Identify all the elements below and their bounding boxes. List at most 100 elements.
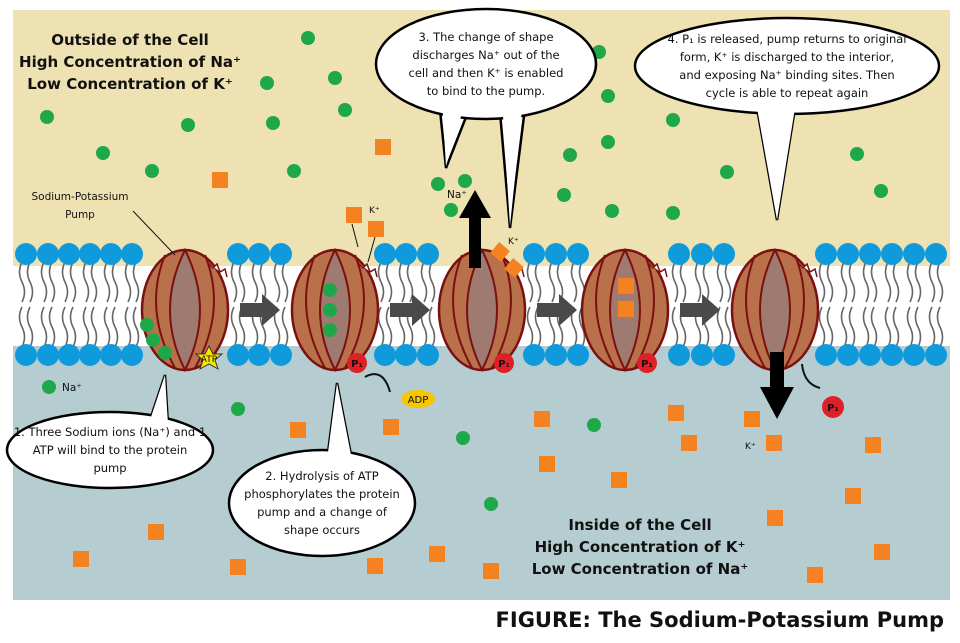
lipid-tail	[702, 261, 710, 303]
lipid-head	[545, 344, 567, 366]
sodium-ion	[181, 118, 195, 132]
sodium-ion	[456, 431, 470, 445]
binding-sodium-ion	[140, 318, 154, 332]
phosphate-icon	[637, 353, 657, 373]
sodium-ion	[287, 164, 301, 178]
lipid-tail	[818, 306, 826, 348]
lipid-tail	[892, 306, 900, 348]
lipid-tail	[826, 306, 834, 348]
bound-sodium-ion	[323, 303, 337, 317]
figure-caption: FIGURE: The Sodium-Potassium Pump	[496, 608, 944, 632]
lipid-head	[417, 344, 439, 366]
pump-core	[466, 247, 498, 373]
lipid-tail	[534, 306, 542, 348]
released-phosphate-icon	[822, 396, 844, 418]
binding-site-notch	[796, 261, 818, 278]
sodium-ion	[666, 113, 680, 127]
lipid-tail	[103, 306, 111, 348]
pump-subunit-lines	[745, 254, 805, 369]
potassium-ion	[212, 172, 228, 188]
bound-potassium-ion	[618, 301, 634, 317]
lipid-tail	[936, 306, 944, 348]
lipid-head	[881, 344, 903, 366]
lipid-tail	[281, 306, 289, 348]
lipid-tail	[556, 261, 564, 303]
potassium-ion	[845, 488, 861, 504]
lipid-head	[248, 344, 270, 366]
lipid-tail	[671, 306, 679, 348]
lipid-head	[227, 344, 249, 366]
callout-bubble	[5, 410, 215, 490]
lipid-tail	[870, 306, 878, 348]
lipid-head	[815, 243, 837, 265]
lipid-tail	[18, 261, 26, 303]
lipid-head	[100, 344, 122, 366]
callout-text-line: 1. Three Sodium ions (Na⁺) and 1	[14, 425, 206, 439]
lipid-head	[567, 344, 589, 366]
atp-label: ATP	[201, 355, 218, 365]
sodium-ion	[96, 146, 110, 160]
lipid-tail	[132, 306, 140, 348]
lipid-head	[58, 243, 80, 265]
phospholipid-bilayer	[15, 243, 947, 366]
potassium-ion	[368, 221, 384, 237]
lipid-tail	[848, 306, 856, 348]
potassium-ion	[383, 419, 399, 435]
lipid-tail	[716, 306, 724, 348]
k-binding-arrow	[351, 223, 359, 248]
lipid-tail	[111, 306, 119, 348]
lipid-tail	[928, 261, 936, 303]
lipid-head	[227, 243, 249, 265]
potassium-influx-arrow-icon	[760, 352, 794, 419]
step-arrow-icon	[537, 294, 577, 326]
sodium-ion	[231, 402, 245, 416]
callout-text-line: cell and then K⁺ is enabled	[409, 66, 564, 80]
sodium-ion	[444, 203, 458, 217]
lipid-head	[523, 243, 545, 265]
binding-sodium-ion	[158, 346, 172, 360]
k-binding-label: K⁺	[369, 206, 380, 216]
lipid-tail	[26, 261, 34, 303]
potassium-ion	[534, 411, 550, 427]
lipid-tail	[251, 261, 259, 303]
callout-text-line: cycle is able to repeat again	[706, 86, 869, 100]
binding-potassium-ion	[490, 242, 510, 262]
phosphate-label: P₁	[498, 359, 510, 370]
adp-molecule	[401, 390, 435, 408]
potassium-ion	[429, 546, 445, 562]
lipid-tail	[132, 261, 140, 303]
lipid-tail	[840, 261, 848, 303]
callout-text-line: pump and a change of	[257, 505, 388, 519]
lipid-tail	[103, 261, 111, 303]
potassium-ion	[73, 551, 89, 567]
adp-label: ADP	[408, 395, 429, 406]
bound-sodium-ion	[323, 283, 337, 297]
lipid-head	[567, 243, 589, 265]
lipid-head	[270, 243, 292, 265]
sodium-ion	[42, 380, 56, 394]
lipid-tail	[826, 261, 834, 303]
potassium-ion	[766, 435, 782, 451]
sodium-ion	[301, 31, 315, 45]
lipid-tail	[238, 306, 246, 348]
potassium-ion	[744, 411, 760, 427]
lipid-tail	[862, 261, 870, 303]
lipid-head	[859, 344, 881, 366]
binding-sodium-ion	[146, 333, 160, 347]
lipid-head	[417, 243, 439, 265]
callout-text-line: 2. Hydrolysis of ATP	[265, 469, 378, 483]
lipid-head	[713, 243, 735, 265]
k-discharged-label: K⁺	[745, 442, 756, 452]
lipid-tail	[48, 261, 56, 303]
pump-label: Sodium-Potassium Pump	[31, 191, 176, 256]
lipid-tail	[281, 261, 289, 303]
lipid-head	[15, 344, 37, 366]
potassium-ion	[668, 405, 684, 421]
sodium-ion	[145, 164, 159, 178]
lipid-tail	[936, 261, 944, 303]
lipid-tail	[914, 261, 922, 303]
pump-step-1	[140, 247, 280, 373]
lipid-tail	[61, 261, 69, 303]
sodium-ion	[874, 184, 888, 198]
callout-text-line: 4. P₁ is released, pump returns to origi…	[668, 32, 907, 46]
